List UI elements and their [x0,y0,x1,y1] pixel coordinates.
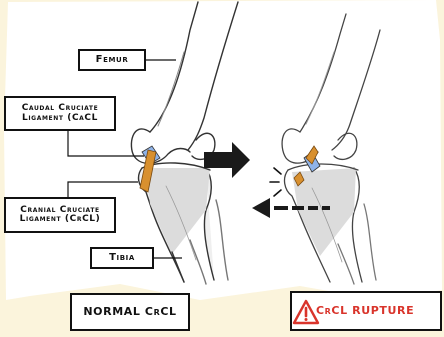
caudal-label-line2: Ligament (CaCL [22,114,99,123]
normal-crcl-caption: NORMAL CrCL [70,293,190,331]
femur-label-text: Femur [96,55,129,66]
crcl-rupture-caption: CrCL RUPTURE [290,291,442,331]
femur-label: Femur [78,49,146,71]
rupture-caption-text: CrCL RUPTURE [316,305,414,317]
warning-triangle-icon [292,299,320,325]
tibia-label-text: Tibia [109,253,135,264]
cranial-label-line2: Ligament (CrCL) [20,215,101,224]
caudal-cruciate-label: Caudal Cruciate Ligament (CaCL [4,96,116,131]
tibia-label: Tibia [90,247,154,269]
cranial-cruciate-label: Cranial Cruciate Ligament (CrCL) [4,197,116,233]
normal-caption-text: NORMAL CrCL [83,306,176,318]
